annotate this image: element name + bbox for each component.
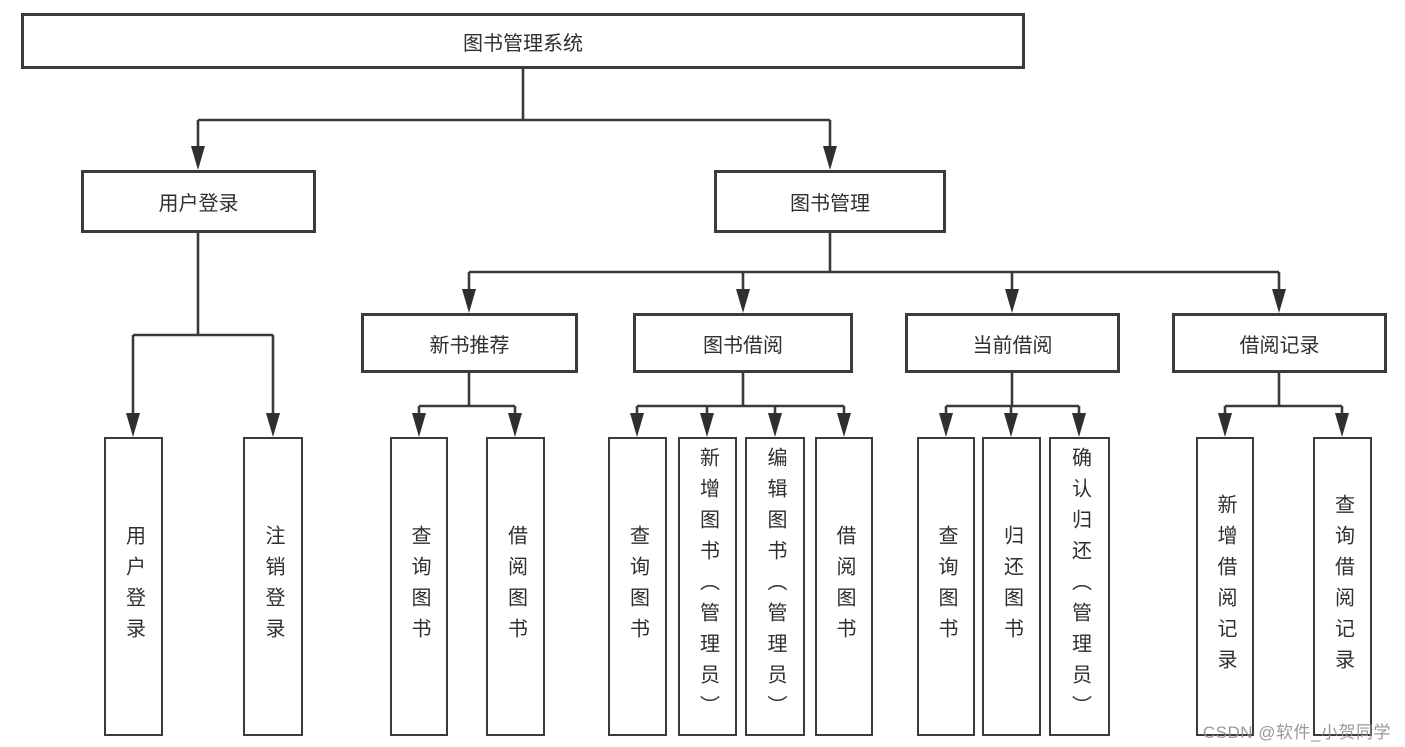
leaf-borrow-book-2-label: 借阅图书	[833, 524, 855, 649]
connector-root-to-level2	[196, 69, 832, 150]
arrow-down-icon	[700, 413, 714, 437]
connector-newbook-to-leaves	[417, 373, 517, 417]
arrow-down-icon	[1218, 413, 1232, 437]
arrow-down-icon	[191, 146, 205, 170]
node-current-borrow: 当前借阅	[905, 313, 1120, 373]
leaf-borrow-book-1-label: 借阅图书	[504, 524, 527, 649]
leaf-borrow-book-2: 借阅图书	[815, 437, 873, 736]
leaf-user-login: 用户登录	[104, 437, 163, 736]
arrow-down-icon	[768, 413, 782, 437]
leaf-query-book-2: 查询图书	[608, 437, 667, 736]
connector-borrowrecord-to-leaves	[1223, 373, 1344, 417]
leaf-logout-label: 注销登录	[262, 524, 284, 649]
leaf-logout: 注销登录	[243, 437, 303, 736]
leaf-return-book-label: 归还图书	[1000, 524, 1023, 649]
arrow-down-icon	[1005, 289, 1019, 313]
leaf-query-book-1: 查询图书	[390, 437, 448, 736]
csdn-watermark: CSDN @软件_小贺同学	[1202, 723, 1391, 742]
leaf-confirm-return-admin: 确认归还（管理员）	[1049, 437, 1110, 736]
arrow-down-icon	[837, 413, 851, 437]
leaf-query-book-3: 查询图书	[917, 437, 975, 736]
leaf-add-borrow-record: 新增借阅记录	[1196, 437, 1254, 736]
arrow-down-icon	[1004, 413, 1018, 437]
leaf-query-borrow-record: 查询借阅记录	[1313, 437, 1372, 736]
node-user-login-label: 用户登录	[158, 193, 239, 215]
arrow-down-icon	[126, 413, 140, 437]
arrow-down-icon	[1335, 413, 1349, 437]
arrow-down-icon	[412, 413, 426, 437]
leaf-add-book-admin: 新增图书（管理员）	[678, 437, 737, 736]
node-book-borrow-label: 图书借阅	[703, 334, 783, 357]
node-new-book-recommend-label: 新书推荐	[429, 334, 510, 357]
arrow-down-icon	[736, 289, 750, 313]
arrow-down-icon	[630, 413, 644, 437]
leaf-confirm-return-admin-label: 确认归还（管理员）	[1068, 447, 1091, 726]
arrow-down-icon	[939, 413, 953, 437]
leaf-query-book-2-label: 查询图书	[626, 524, 649, 649]
connector-currentborrow-to-leaves	[944, 373, 1081, 417]
leaf-return-book: 归还图书	[982, 437, 1041, 736]
connector-bookborrow-to-leaves	[635, 373, 846, 417]
arrow-down-icon	[823, 146, 837, 170]
arrow-down-icon	[508, 413, 522, 437]
node-current-borrow-label: 当前借阅	[972, 334, 1053, 357]
arrow-down-icon	[462, 289, 476, 313]
leaf-query-borrow-record-label: 查询借阅记录	[1331, 493, 1354, 680]
leaf-query-book-1-label: 查询图书	[408, 524, 430, 649]
node-root-system: 图书管理系统	[21, 13, 1025, 69]
connector-bookmgmt-to-level3	[467, 233, 1281, 293]
node-user-login: 用户登录	[81, 170, 316, 233]
node-borrow-record-label: 借阅记录	[1239, 334, 1320, 357]
node-root-label: 图书管理系统	[463, 32, 583, 55]
leaf-add-book-admin-label: 新增图书（管理员）	[696, 447, 719, 726]
leaf-borrow-book-1: 借阅图书	[486, 437, 545, 736]
arrow-down-icon	[266, 413, 280, 437]
node-book-management: 图书管理	[714, 170, 946, 233]
leaf-edit-book-admin-label: 编辑图书（管理员）	[764, 447, 786, 726]
node-borrow-record: 借阅记录	[1172, 313, 1387, 373]
leaf-edit-book-admin: 编辑图书（管理员）	[745, 437, 805, 736]
arrow-down-icon	[1072, 413, 1086, 437]
node-book-borrow: 图书借阅	[633, 313, 853, 373]
arrow-down-icon	[1272, 289, 1286, 313]
leaf-add-borrow-record-label: 新增借阅记录	[1214, 493, 1236, 680]
node-new-book-recommend: 新书推荐	[361, 313, 578, 373]
leaf-user-login-label: 用户登录	[122, 524, 145, 649]
leaf-query-book-3-label: 查询图书	[935, 524, 957, 649]
connector-userlogin-to-leaves	[131, 233, 275, 417]
node-book-management-label: 图书管理	[790, 193, 870, 215]
